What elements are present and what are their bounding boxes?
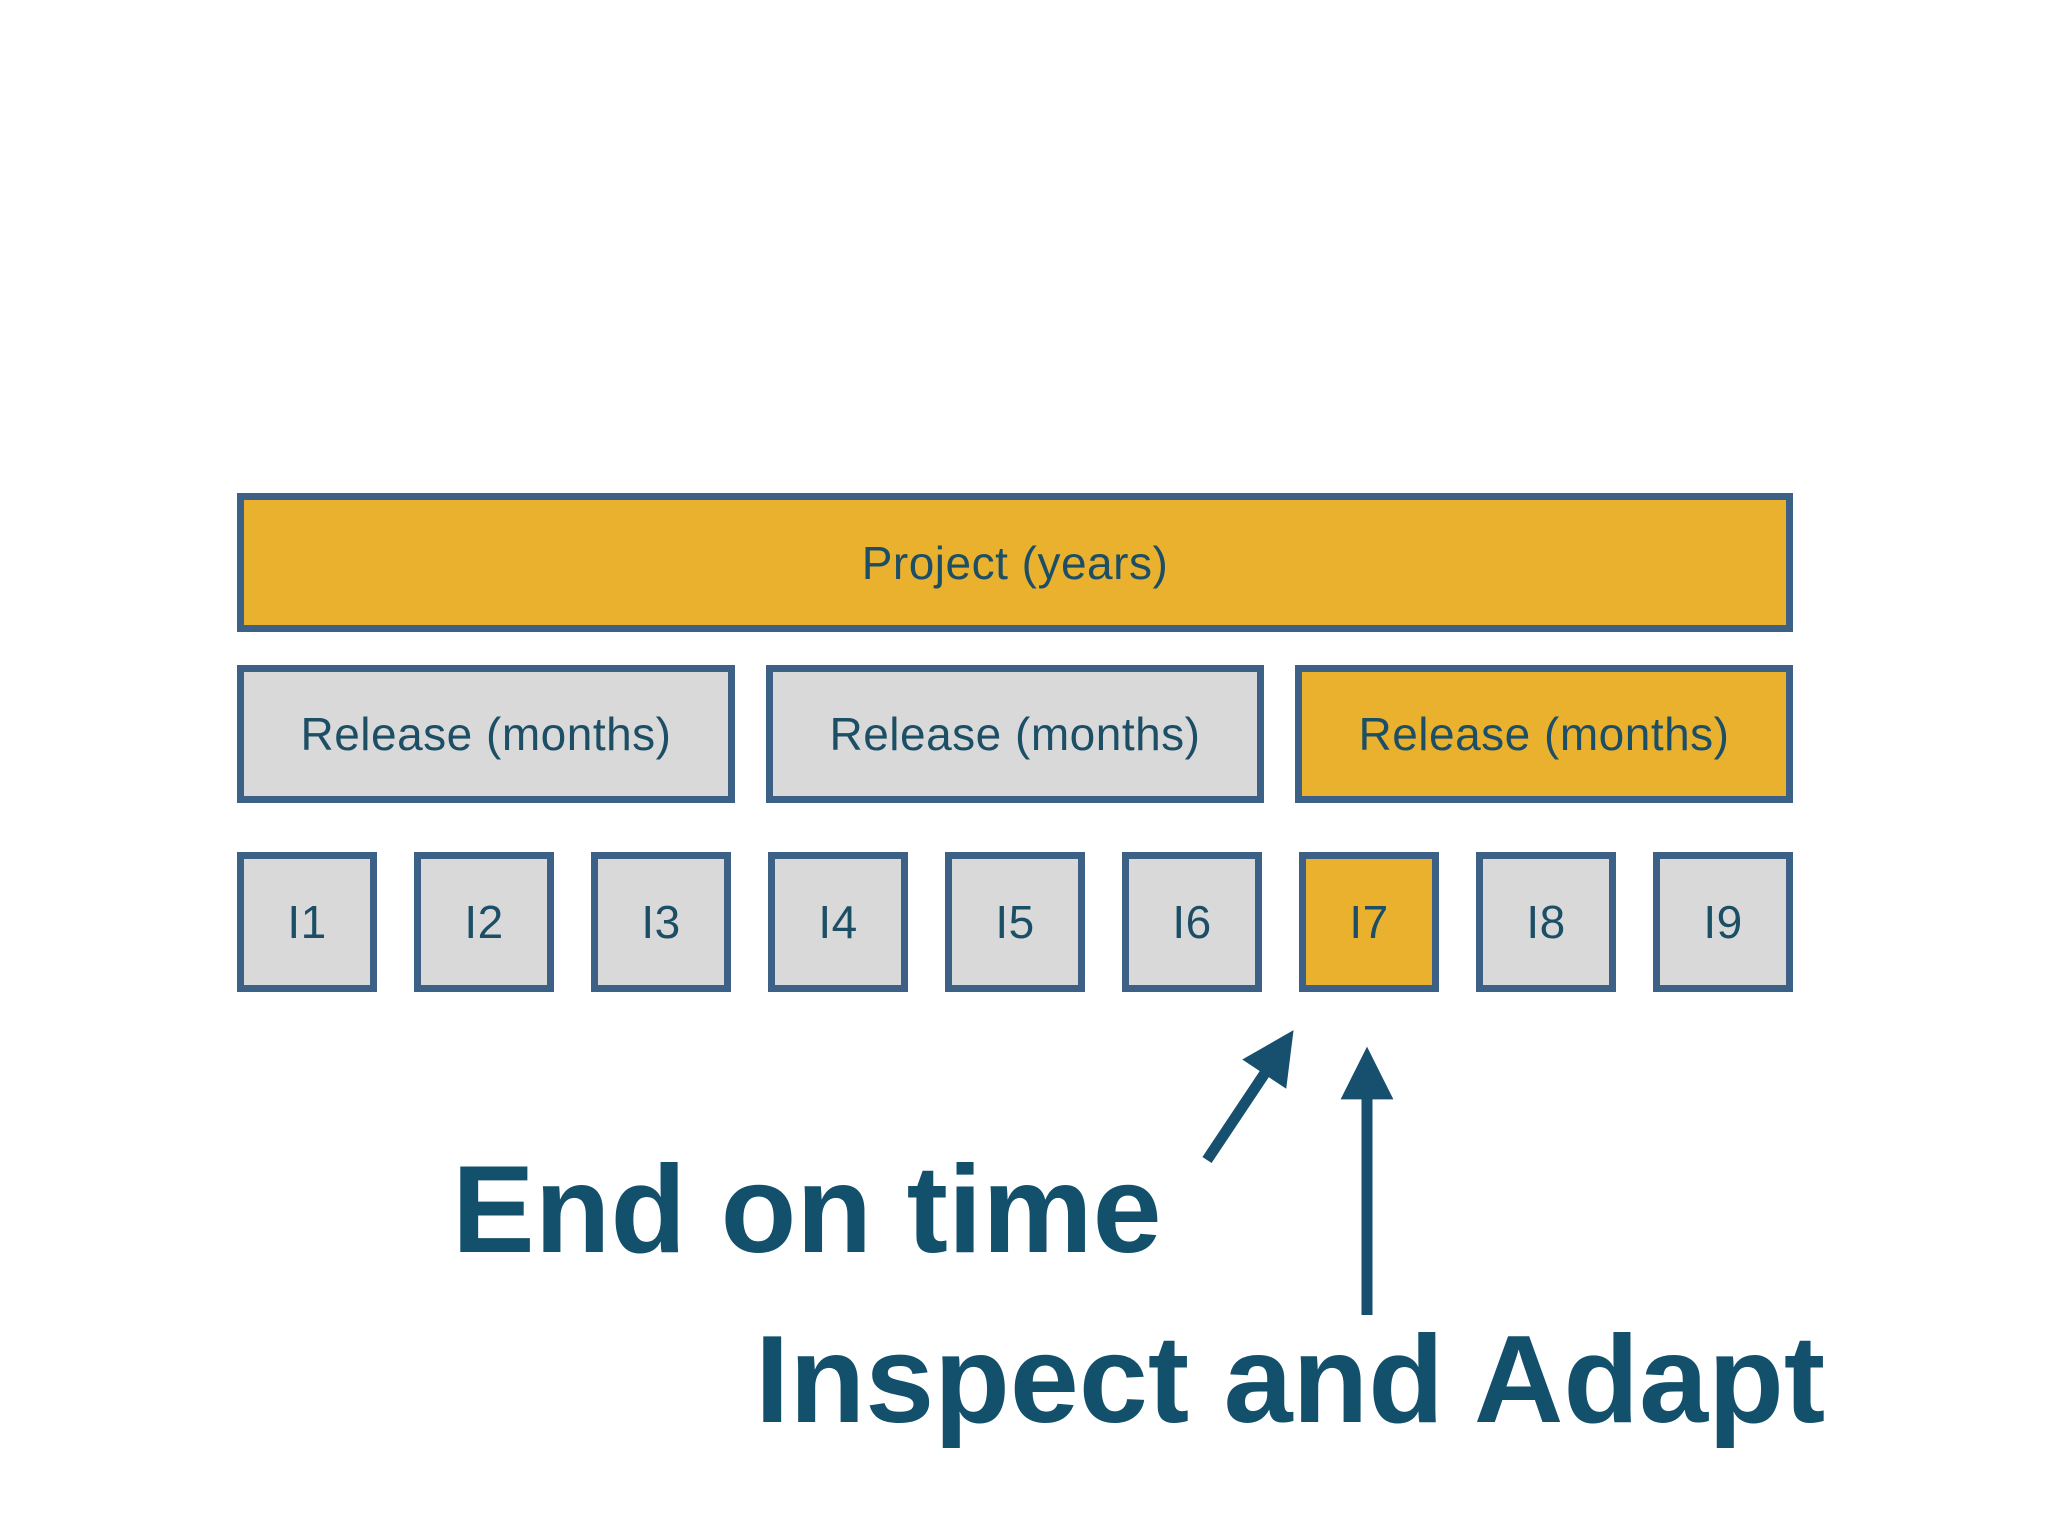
iteration-box-9-label: I9 bbox=[1703, 896, 1743, 948]
iteration-box-8-label: I8 bbox=[1526, 896, 1566, 948]
iteration-box-9: I9 bbox=[1653, 852, 1793, 992]
iteration-box-7-label: I7 bbox=[1349, 896, 1389, 948]
iteration-box-6-label: I6 bbox=[1172, 896, 1212, 948]
iteration-box-1-label: I1 bbox=[287, 896, 327, 948]
iteration-box-4: I4 bbox=[768, 852, 908, 992]
release-timebox-3-label: Release (months) bbox=[1358, 708, 1730, 760]
iteration-box-5: I5 bbox=[945, 852, 1085, 992]
end-on-time-arrow-icon bbox=[1202, 1030, 1294, 1164]
release-timebox-1: Release (months) bbox=[237, 665, 735, 803]
iteration-box-1: I1 bbox=[237, 852, 377, 992]
iteration-box-8: I8 bbox=[1476, 852, 1616, 992]
iteration-box-4-label: I4 bbox=[818, 896, 858, 948]
project-timebox: Project (years) bbox=[237, 493, 1793, 632]
inspect-and-adapt-caption: Inspect and Adapt bbox=[755, 1311, 1826, 1449]
iteration-box-2-label: I2 bbox=[464, 896, 504, 948]
iteration-box-3-label: I3 bbox=[641, 896, 681, 948]
iteration-box-2: I2 bbox=[414, 852, 554, 992]
end-on-time-caption: End on time bbox=[452, 1141, 1162, 1279]
project-timebox-label: Project (years) bbox=[861, 536, 1169, 589]
release-timebox-3: Release (months) bbox=[1295, 665, 1793, 803]
iteration-box-3: I3 bbox=[591, 852, 731, 992]
iteration-box-7: I7 bbox=[1299, 852, 1439, 992]
iteration-box-5-label: I5 bbox=[995, 896, 1035, 948]
iteration-box-6: I6 bbox=[1122, 852, 1262, 992]
release-timebox-1-label: Release (months) bbox=[300, 708, 672, 760]
release-timebox-2-label: Release (months) bbox=[829, 708, 1201, 760]
release-timebox-2: Release (months) bbox=[766, 665, 1264, 803]
